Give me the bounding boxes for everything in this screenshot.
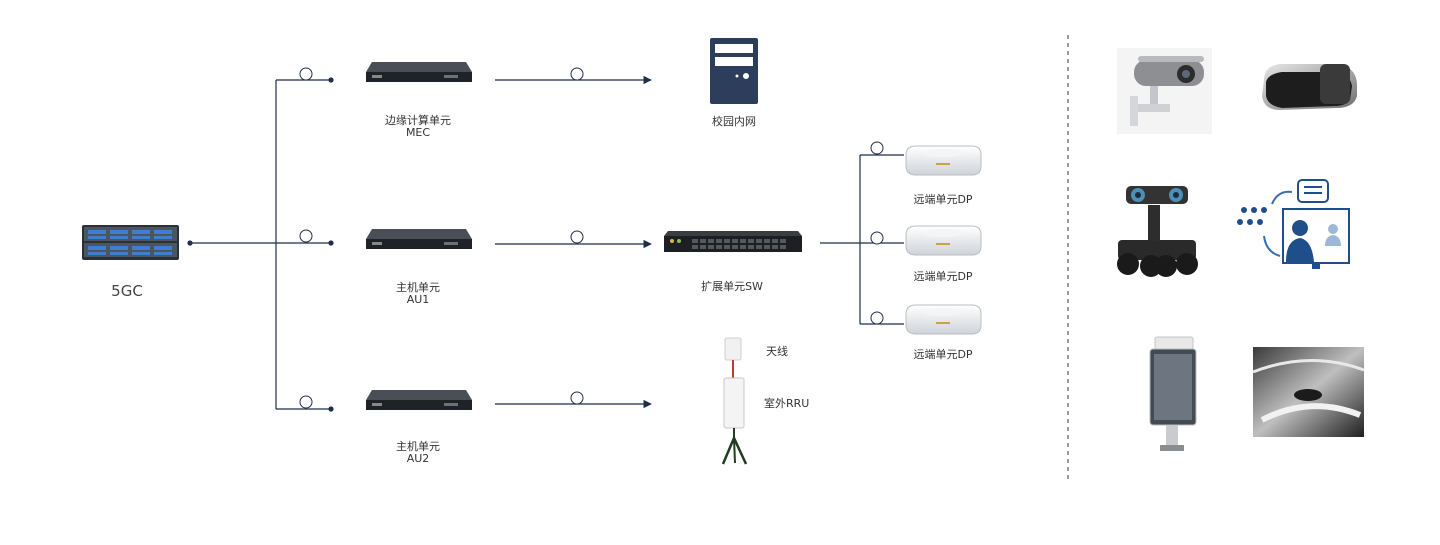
surveillance-camera-icon xyxy=(1117,48,1212,134)
switch-label: 扩展单元SW xyxy=(701,280,763,293)
outdoor-rru-icon xyxy=(721,337,748,465)
au2-label: 主机单元 AU2 xyxy=(396,441,440,465)
dp-label: 远端单元DP xyxy=(913,193,973,206)
au1-label: 主机单元 AU1 xyxy=(396,282,440,306)
face-recognition-terminal-icon xyxy=(1149,336,1197,451)
dp-label: 远端单元DP xyxy=(913,270,973,283)
outdoor-rru-label: 室外RRU xyxy=(764,397,810,410)
au1-code: AU1 xyxy=(406,293,430,306)
dp-unit-icon xyxy=(905,145,982,176)
dp-unit-icon xyxy=(905,304,982,335)
vr-headset-icon xyxy=(1262,64,1357,110)
au1-unit-icon xyxy=(366,229,472,249)
remote-classroom-icon xyxy=(1237,179,1350,269)
antenna-label: 天线 xyxy=(766,345,788,358)
mec-unit-icon xyxy=(366,62,472,82)
campus-server-icon xyxy=(710,38,758,104)
campus-network-label: 校园内网 xyxy=(712,115,756,128)
fiber-port-markers xyxy=(299,67,884,409)
mec-name: 边缘计算单元 xyxy=(385,114,451,127)
core-server-icon xyxy=(82,225,179,260)
au2-name: 主机单元 xyxy=(396,440,440,453)
core-label: 5GC xyxy=(111,282,143,300)
smart-space-icon xyxy=(1252,347,1365,437)
junction-dots xyxy=(187,77,334,412)
dp-label: 远端单元DP xyxy=(913,348,973,361)
patrol-robot-icon xyxy=(1117,186,1198,277)
dp-unit-icon xyxy=(905,225,982,256)
switch-icon xyxy=(664,231,802,252)
connection-lines xyxy=(190,75,904,410)
mec-code: MEC xyxy=(405,126,431,139)
au2-unit-icon xyxy=(366,390,472,410)
au2-code: AU2 xyxy=(406,452,430,465)
mec-label: 边缘计算单元 MEC xyxy=(385,115,451,139)
au1-name: 主机单元 xyxy=(396,281,440,294)
